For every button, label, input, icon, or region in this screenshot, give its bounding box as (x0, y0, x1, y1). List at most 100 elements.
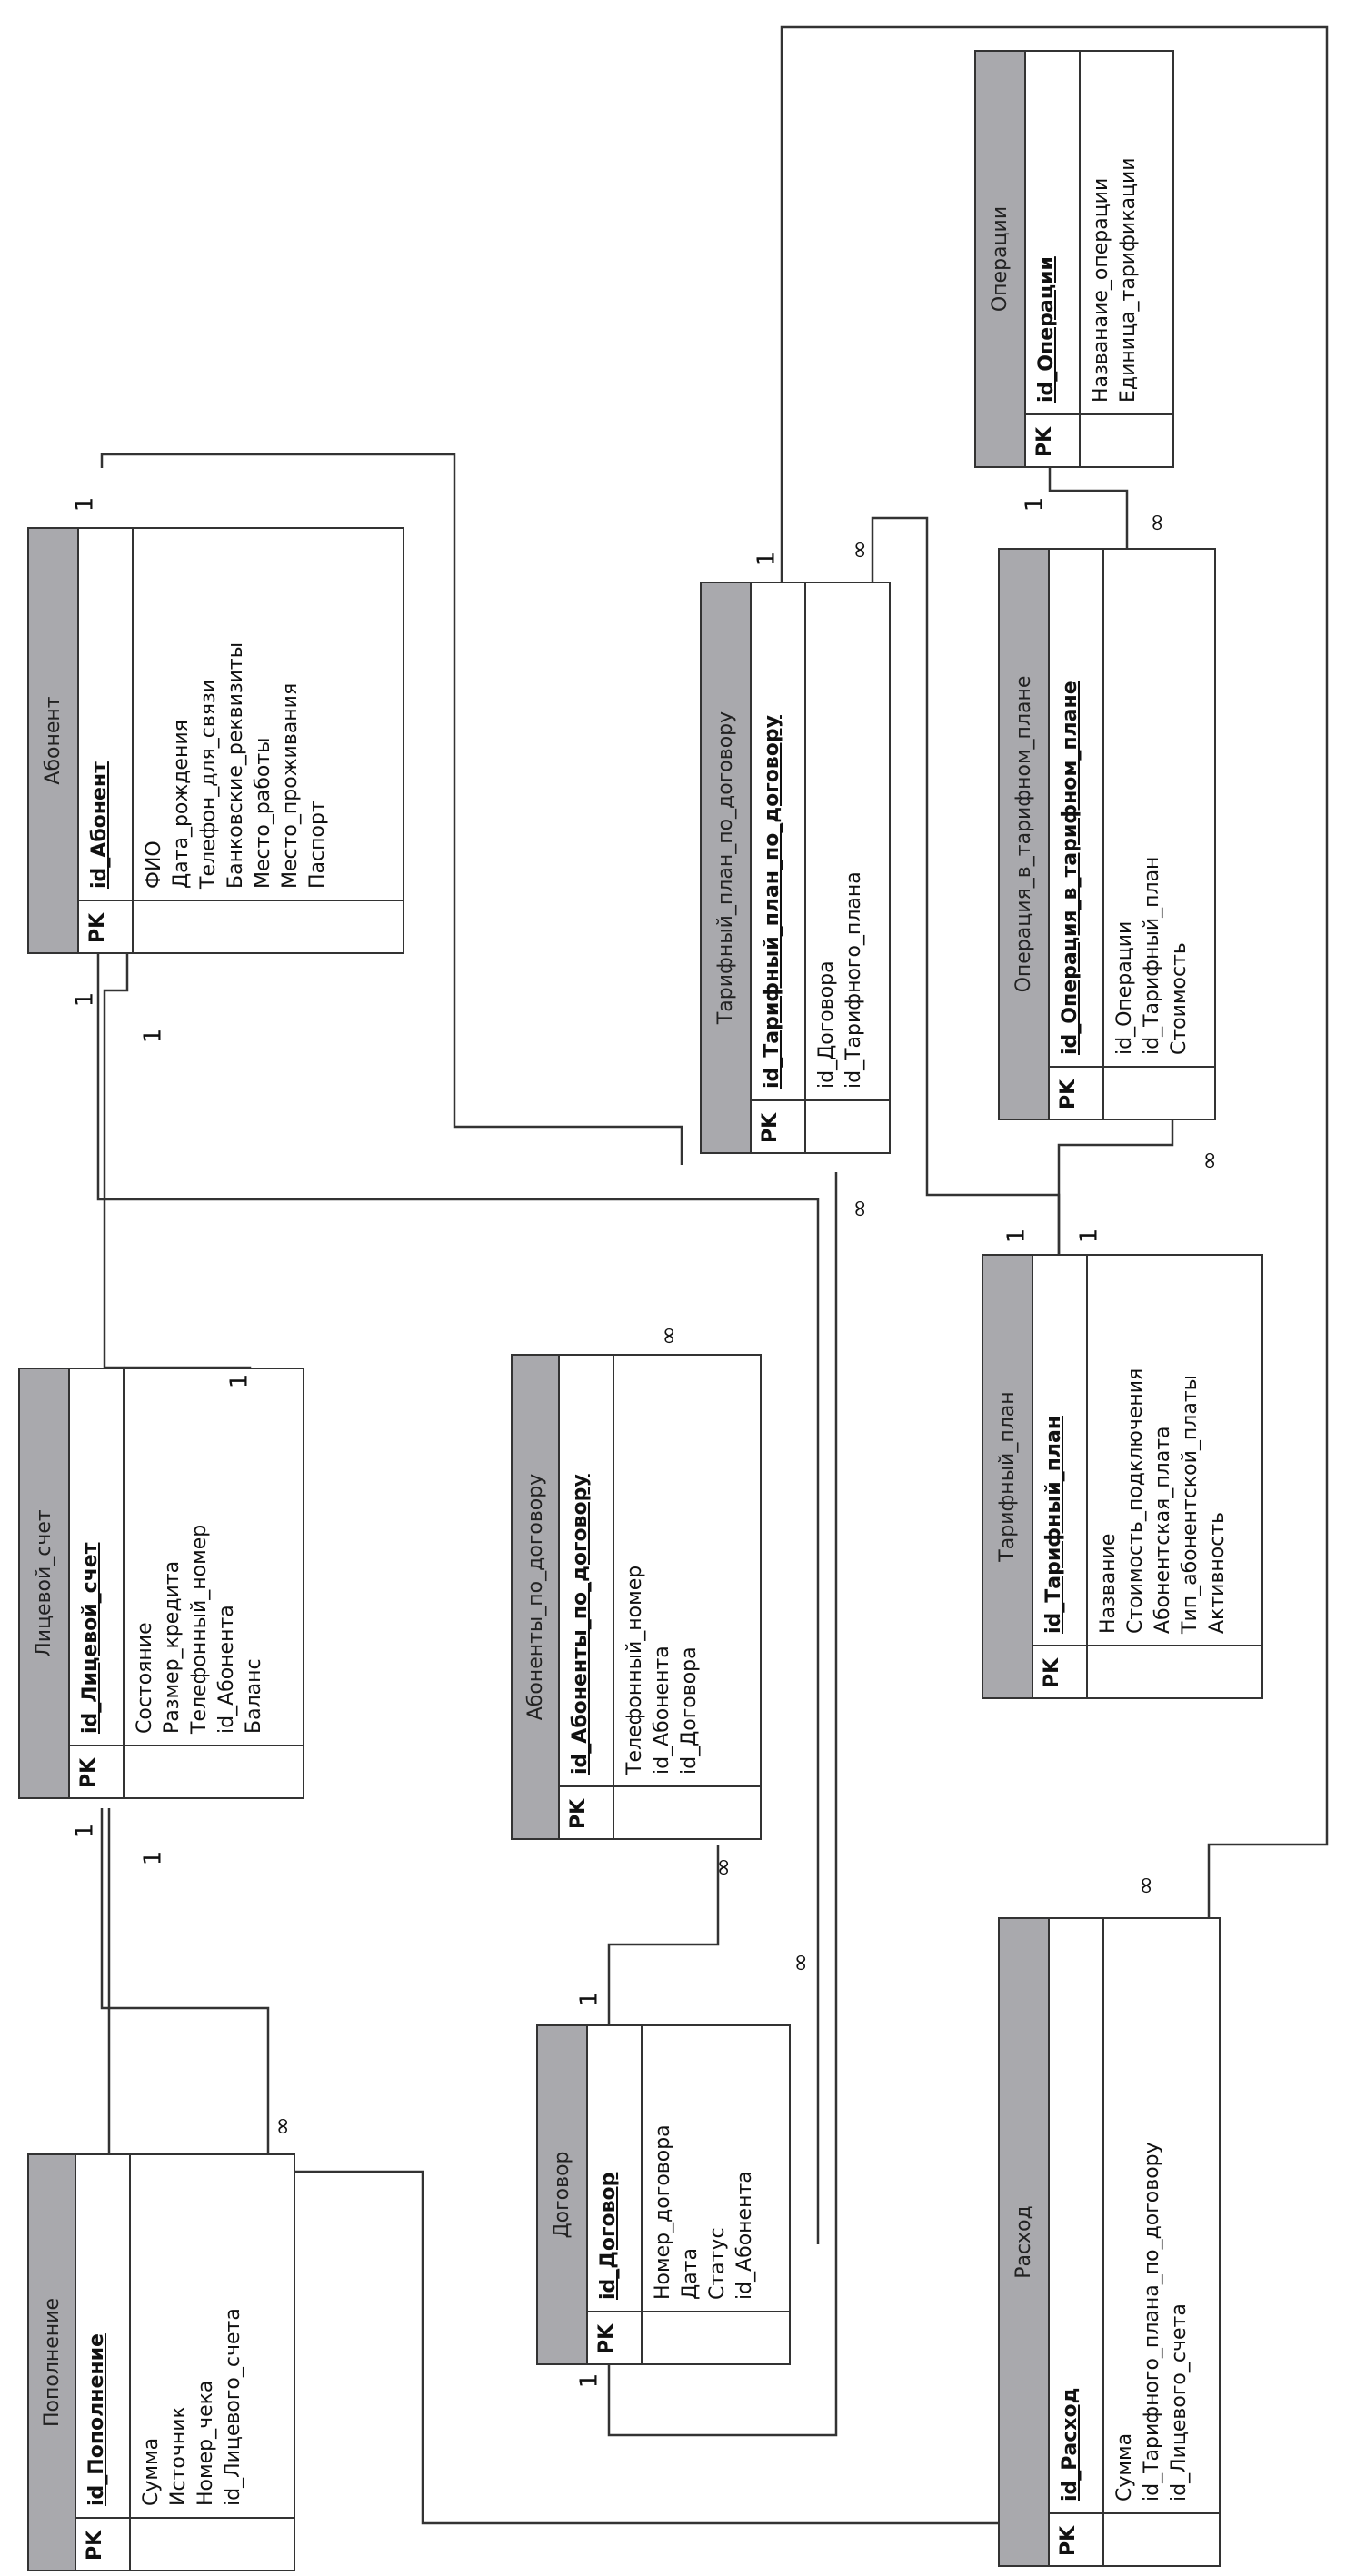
attribute: Банковские_реквизиты (224, 642, 247, 889)
attribute: id_Договора (678, 1646, 701, 1775)
cardinality-one-marker: 1 (1021, 496, 1049, 512)
attribute: Номер_чека (194, 2380, 217, 2506)
pk-label: PK (1026, 413, 1079, 466)
entity-title: Расход (1000, 1919, 1050, 2565)
key-column (614, 1785, 760, 1838)
pk-label: PK (79, 900, 132, 952)
cardinality-many-marker: ∞ (1142, 512, 1171, 532)
attribute: id_Абонента (651, 1646, 673, 1775)
pk-label: PK (76, 2517, 129, 2570)
attribute: Состояние (134, 1622, 156, 1734)
key-column (643, 2311, 789, 2363)
attribute: id_Операции (1113, 920, 1136, 1055)
attribute: Названаие_операции (1090, 177, 1112, 403)
attribute: id_Тарифный_план (1141, 856, 1163, 1055)
entity-title: Операция_в_тарифном_плане (1000, 550, 1050, 1119)
entity-title: Тарифный_план_по_договору (702, 583, 752, 1152)
cardinality-many-marker: ∞ (1195, 1150, 1223, 1170)
primary-key: id_Тарифный_план_по_договору (761, 715, 783, 1089)
key-column (1104, 1066, 1214, 1119)
attribute: Номер_договора (652, 2124, 674, 2300)
attribute: Телефонный_номер (623, 1565, 646, 1775)
pk-label: PK (70, 1745, 123, 1797)
cardinality-one-marker: 1 (753, 551, 781, 567)
rel-abonent-dogovor (100, 453, 683, 1165)
entity-title: Пополнение (29, 2155, 76, 2570)
attribute: Название (1097, 1533, 1120, 1634)
attribute: Абонентская_плата (1152, 1426, 1174, 1634)
rel-abonent-licevoy (103, 909, 252, 1445)
key-column (1104, 2512, 1219, 2565)
primary-key: id_Расход (1059, 2387, 1082, 2501)
cardinality-one-marker: 1 (1002, 1228, 1031, 1244)
rel-tarif-dogovor-rashod (780, 25, 1329, 1917)
attribute: ФИО (143, 840, 165, 889)
rel-abonent-tarif-dogovor (96, 909, 820, 2244)
attribute: Активность (1206, 1511, 1229, 1634)
attribute: Стоимость (1168, 942, 1191, 1055)
pk-label: PK (560, 1785, 613, 1838)
attribute: Сумма (140, 2437, 163, 2506)
cardinality-one-marker: 1 (71, 991, 99, 1008)
attribute: id_Абонента (215, 1605, 238, 1734)
pk-label: PK (588, 2311, 641, 2363)
cardinality-one-marker: 1 (139, 1028, 167, 1044)
cardinality-one-marker: 1 (139, 1850, 167, 1866)
key-column (131, 2517, 294, 2570)
cardinality-one-marker: 1 (71, 496, 99, 512)
key-column (1081, 413, 1172, 466)
attribute: Телефонный_номер (188, 1524, 211, 1734)
attribute: Место_проживания (279, 682, 302, 889)
attribute: Дата_рождения (170, 720, 193, 889)
key-column (125, 1745, 303, 1797)
attribute: Место_работы (252, 737, 274, 889)
entity-title: Тарифный_план (983, 1256, 1033, 1697)
cardinality-many-marker: ∞ (1132, 1875, 1160, 1895)
attribute: id_Договора (815, 960, 838, 1089)
attribute: Единица_тарификации (1117, 157, 1140, 403)
attribute: Стоимость_подключения (1124, 1368, 1147, 1634)
pk-label: PK (1033, 1645, 1086, 1697)
primary-key: id_Договор (597, 2172, 620, 2300)
attribute: Сумма (1113, 2432, 1136, 2501)
primary-key: id_Абонент (88, 761, 111, 889)
primary-key: id_Операция_в_тарифном_плане (1059, 681, 1082, 1055)
attribute: Размер_кредита (161, 1560, 184, 1734)
key-column (1088, 1645, 1261, 1697)
entity-title: Лицевой_счет (20, 1369, 70, 1797)
cardinality-one-marker: 1 (575, 1991, 603, 2007)
entity-title: Договор (538, 2026, 588, 2363)
pk-label: PK (1050, 1066, 1102, 1119)
key-column (134, 900, 403, 952)
primary-key: id_Операции (1035, 256, 1058, 403)
cardinality-many-marker: ∞ (786, 1953, 814, 1973)
attribute: Паспорт (306, 801, 329, 889)
attribute: id_Тарифного_плана (843, 871, 865, 1089)
attribute: id_Лицевого_счета (1168, 2303, 1191, 2501)
cardinality-one-marker: 1 (575, 2372, 603, 2389)
attribute: Статус (706, 2227, 729, 2300)
rel-dogovor-tarif-dogovor (607, 1172, 838, 2437)
cardinality-one-marker: 1 (71, 1823, 99, 1839)
pk-label: PK (752, 1099, 804, 1152)
primary-key: id_Лицевой_счет (79, 1542, 102, 1734)
